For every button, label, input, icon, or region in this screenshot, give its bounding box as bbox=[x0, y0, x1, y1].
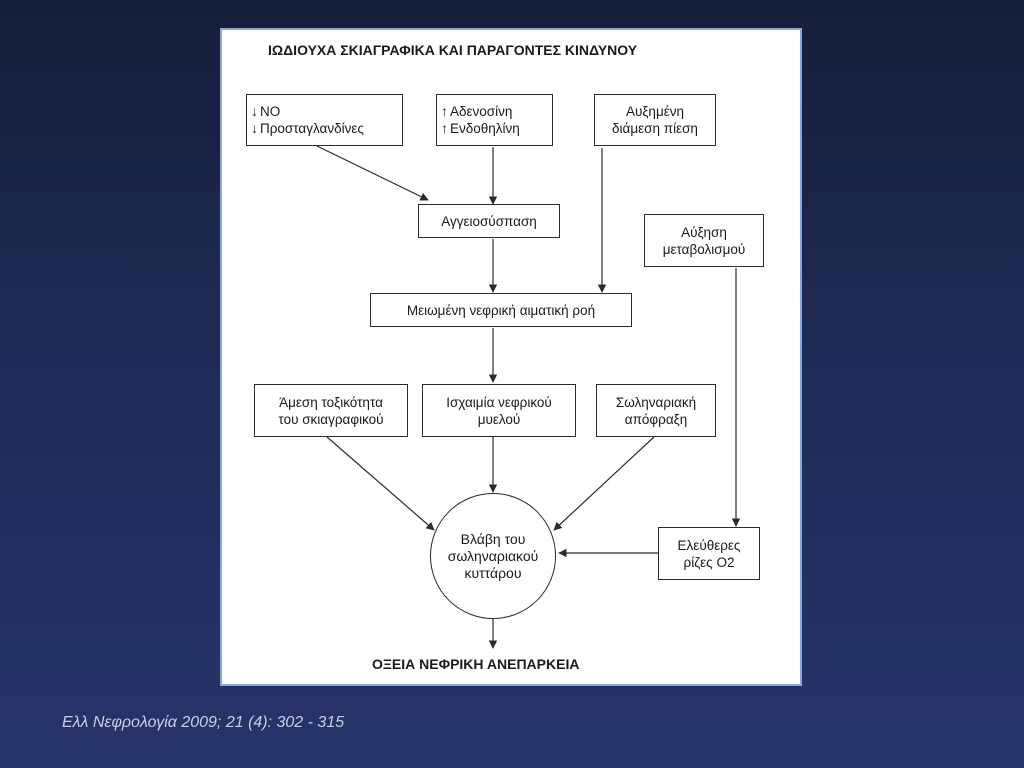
node-tubular-cell-damage: Βλάβη του σωληναριακού κυττάρου bbox=[430, 493, 556, 619]
arrow-down-icon: ↓ bbox=[251, 120, 258, 136]
node-adenosine-endothelin: ↑Αδενοσίνη ↑Ενδοθηλίνη bbox=[436, 94, 553, 146]
citation-text: Ελλ Νεφρολογία 2009; 21 (4): 302 - 315 bbox=[62, 714, 345, 731]
node-direct-toxicity: Άμεση τοξικότητα του σκιαγραφικού bbox=[254, 384, 408, 437]
diagram-title: ΙΩΔΙΟΥΧΑ ΣΚΙΑΓΡΑΦΙΚΑ ΚΑΙ ΠΑΡΑΓΟΝΤΕΣ ΚΙΝΔ… bbox=[268, 42, 638, 58]
arrow-down-icon: ↓ bbox=[251, 103, 258, 119]
arrow-layer bbox=[316, 145, 741, 649]
arrow-toxicity-to-cell bbox=[326, 436, 435, 531]
arrow-obstruction-to-cell bbox=[553, 436, 655, 531]
node-vasoconstriction: Αγγειοσύσπαση bbox=[418, 204, 560, 238]
arrow-no-to-vaso bbox=[316, 145, 429, 201]
node-metabolism: Αύξηση μεταβολισμού bbox=[644, 214, 764, 267]
arrow-up-icon: ↑ bbox=[441, 103, 448, 119]
node-interstitial-pressure: Αυξημένη διάμεση πίεση bbox=[594, 94, 716, 146]
node-no-prostaglandins: ↓NO ↓Προσταγλανδίνες bbox=[246, 94, 403, 146]
diagram-footer: ΟΞΕΙΑ ΝΕΦΡΙΚΗ ΑΝΕΠΑΡΚΕΙΑ bbox=[372, 656, 580, 672]
node-medullary-ischemia: Ισχαιμία νεφρικού μυελού bbox=[422, 384, 576, 437]
figure-panel: ΙΩΔΙΟΥΧΑ ΣΚΙΑΓΡΑΦΙΚΑ ΚΑΙ ΠΑΡΑΓΟΝΤΕΣ ΚΙΝΔ… bbox=[220, 28, 802, 686]
node-free-radicals: Ελεύθερες ρίζες O2 bbox=[658, 527, 760, 580]
node-reduced-blood-flow: Μειωμένη νεφρική αιματική ροή bbox=[370, 293, 632, 327]
node-tubular-obstruction: Σωληναριακή απόφραξη bbox=[596, 384, 716, 437]
arrow-up-icon: ↑ bbox=[441, 120, 448, 136]
